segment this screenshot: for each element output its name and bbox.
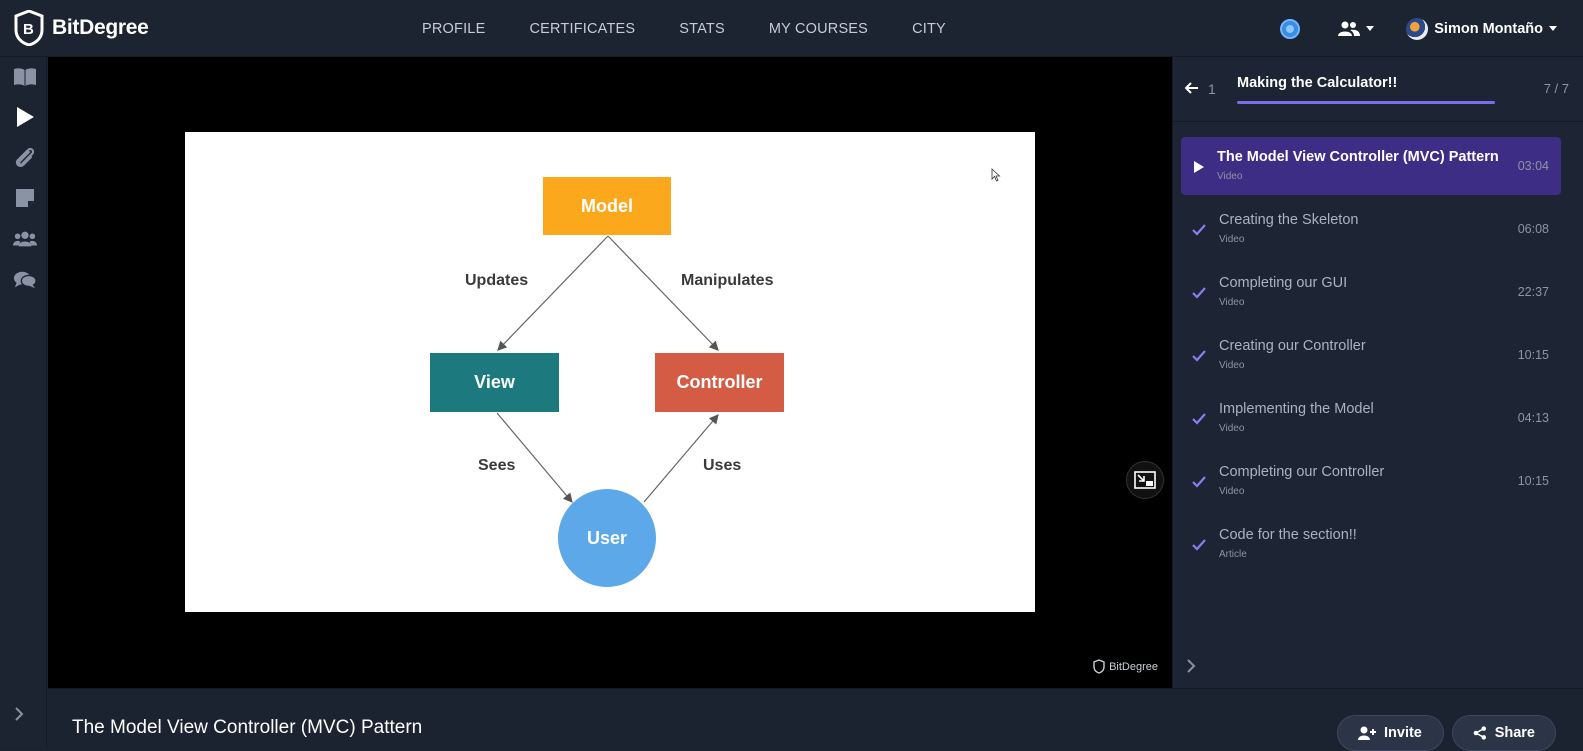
video-player[interactable]: Model View Controller User Updates Manip… — [48, 57, 1172, 688]
check-icon — [1191, 411, 1207, 427]
book-icon[interactable] — [13, 66, 37, 88]
lesson-footer: The Model View Controller (MVC) Pattern … — [48, 688, 1583, 751]
lesson-title: Implementing the Model — [1219, 401, 1374, 417]
note-icon[interactable] — [13, 187, 37, 209]
lesson-duration: 22:37 — [1517, 285, 1549, 299]
lesson-item[interactable]: Creating the Skeleton Video 06:08 — [1181, 200, 1561, 258]
section-number: 1 — [1208, 81, 1216, 97]
bitdegree-watermark: BitDegree — [1093, 659, 1158, 674]
lesson-type: Video — [1219, 360, 1245, 371]
mouse-cursor-icon — [991, 168, 1001, 182]
comments-icon[interactable] — [13, 269, 37, 291]
paperclip-icon[interactable] — [13, 147, 37, 169]
section-header: 1 Making the Calculator!! 7 / 7 — [1173, 57, 1583, 122]
invite-label: Invite — [1384, 725, 1422, 741]
svg-text:B: B — [23, 21, 34, 38]
uses-label: Uses — [703, 457, 742, 474]
lesson-duration: 10:15 — [1517, 474, 1549, 488]
section-title[interactable]: Making the Calculator!! — [1237, 75, 1398, 91]
lesson-duration: 03:04 — [1517, 159, 1549, 173]
chevron-down-icon — [1366, 26, 1375, 31]
left-sidebar — [0, 57, 47, 747]
share-icon — [1473, 726, 1487, 740]
group-icon[interactable] — [13, 228, 37, 250]
section-progress — [1237, 101, 1495, 104]
check-icon — [1191, 537, 1207, 553]
user-plus-icon — [1358, 726, 1376, 740]
lesson-duration: 04:13 — [1517, 411, 1549, 425]
brand-logo[interactable]: B BitDegree — [14, 10, 149, 46]
top-right-controls: Simon Montaño — [1280, 0, 1583, 57]
play-icon — [1191, 159, 1207, 175]
lesson-item[interactable]: Completing our Controller Video 10:15 — [1181, 452, 1561, 510]
nav-stats[interactable]: STATS — [679, 20, 725, 37]
lesson-type: Article — [1219, 549, 1247, 560]
user-circle: User — [558, 489, 656, 587]
nav-profile[interactable]: PROFILE — [422, 20, 486, 37]
lesson-panel: 1 Making the Calculator!! 7 / 7 The Mode… — [1172, 57, 1583, 688]
nav-city[interactable]: CITY — [912, 20, 946, 37]
share-label: Share — [1494, 725, 1535, 741]
manipulates-label: Manipulates — [681, 272, 774, 289]
brand-name: BitDegree — [52, 16, 149, 39]
updates-label: Updates — [465, 272, 529, 289]
invite-button[interactable]: Invite — [1337, 715, 1444, 751]
user-name: Simon Montaño — [1434, 20, 1543, 37]
mvc-arrows — [496, 235, 719, 503]
sees-label: Sees — [478, 457, 516, 474]
nav-my-courses[interactable]: MY COURSES — [768, 20, 869, 37]
controller-box: Controller — [655, 353, 784, 412]
check-icon — [1191, 474, 1207, 490]
lesson-item[interactable]: The Model View Controller (MVC) Pattern … — [1181, 137, 1561, 195]
lesson-type: Video — [1219, 486, 1245, 497]
mvc-slide: Model View Controller User Updates Manip… — [185, 132, 1035, 612]
check-icon — [1191, 285, 1207, 301]
chevron-right-icon[interactable] — [13, 707, 25, 726]
section-count: 7 / 7 — [1543, 81, 1569, 96]
model-box: Model — [543, 177, 671, 235]
bitdegree-shield-icon — [1093, 659, 1105, 674]
lesson-duration: 10:15 — [1517, 348, 1549, 362]
main-nav: PROFILE CERTIFICATES STATS MY COURSES CI… — [400, 0, 968, 57]
globe-icon[interactable] — [1280, 18, 1301, 39]
lesson-type: Video — [1219, 423, 1245, 434]
lesson-title: Completing our Controller — [1219, 464, 1385, 480]
check-icon — [1191, 222, 1207, 238]
lesson-title: Code for the section!! — [1219, 527, 1357, 543]
avatar — [1406, 17, 1429, 40]
page-title: The Model View Controller (MVC) Pattern — [72, 717, 423, 738]
lesson-item[interactable]: Implementing the Model Video 04:13 — [1181, 389, 1561, 447]
user-menu[interactable]: Simon Montaño — [1406, 17, 1557, 40]
arrow-left-icon[interactable] — [1185, 82, 1199, 94]
lesson-title: Creating our Controller — [1219, 338, 1366, 354]
view-box: View — [430, 353, 559, 412]
check-icon — [1191, 348, 1207, 364]
play-icon[interactable] — [13, 106, 37, 128]
lesson-type: Video — [1219, 234, 1245, 245]
lesson-type: Video — [1219, 297, 1245, 308]
chevron-down-icon — [1549, 26, 1557, 31]
lesson-item[interactable]: Code for the section!! Article — [1181, 515, 1561, 573]
share-button[interactable]: Share — [1452, 715, 1556, 751]
lesson-title: Creating the Skeleton — [1219, 212, 1359, 228]
bitdegree-shield-icon: B — [14, 10, 44, 46]
nav-certificates[interactable]: CERTIFICATES — [529, 20, 636, 37]
lesson-item[interactable]: Completing our GUI Video 22:37 — [1181, 263, 1561, 321]
chevron-right-icon[interactable] — [1185, 659, 1197, 678]
lesson-title: Completing our GUI — [1219, 275, 1348, 291]
lesson-title: The Model View Controller (MVC) Pattern — [1217, 149, 1499, 165]
users-icon — [1338, 21, 1361, 36]
lesson-type: Video — [1217, 171, 1243, 182]
community-dropdown[interactable] — [1338, 21, 1375, 37]
picture-in-picture-button[interactable] — [1126, 461, 1164, 499]
lesson-duration: 06:08 — [1517, 222, 1549, 236]
top-navbar: B BitDegree PROFILE CERTIFICATES STATS M… — [0, 0, 1583, 57]
watermark-text: BitDegree — [1109, 660, 1158, 673]
lesson-item[interactable]: Creating our Controller Video 10:15 — [1181, 326, 1561, 384]
pip-icon — [1134, 471, 1156, 489]
